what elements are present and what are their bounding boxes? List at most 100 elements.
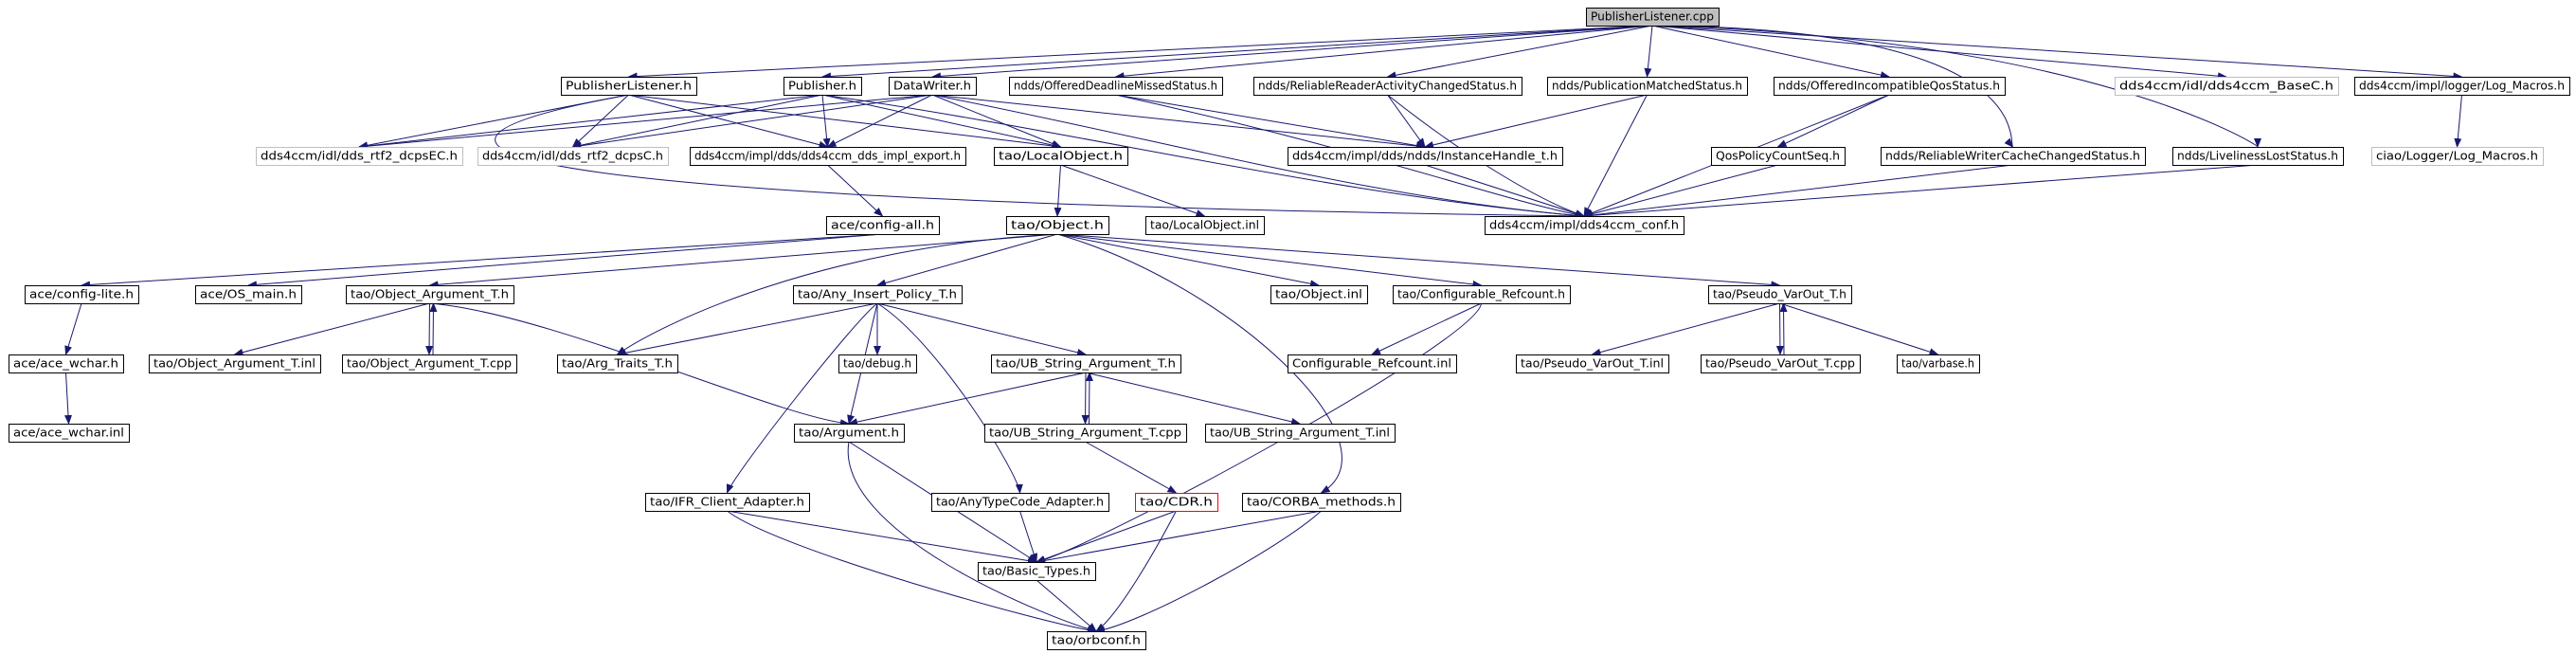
node-ubs-h[interactable]: tao/UB_String_Argument_T.h [991,354,1181,373]
node-box [1006,216,1109,235]
node-box [889,77,977,96]
node-box [994,147,1128,166]
node-box [1047,631,1146,650]
node-ubs-inl[interactable]: tao/UB_String_Argument_T.inl [1205,424,1396,443]
edge-object_h-to-anyins [876,233,1058,287]
node-label: dds4ccm/impl/dds/ndds/InstanceHandle_t.h [1292,150,1558,163]
edge-pvo_h-to-pvo_cpp [1775,302,1784,355]
node-box [557,354,678,373]
edge-pub_h-to-export [821,94,831,148]
node-label: tao/varbase.h [1901,357,1974,371]
node-pl-h[interactable]: PublisherListener.h [561,77,697,96]
node-objarg-h[interactable]: tao/Object_Argument_T.h [346,285,514,304]
edge-anyins-to-ubs_h [876,302,1087,356]
node-ifr[interactable]: tao/IFR_Client_Adapter.h [645,493,810,512]
edge-root-to-logm [1651,25,2463,81]
node-argtraits[interactable]: tao/Arg_Traits_T.h [557,354,678,373]
node-box [342,354,517,373]
node-box [1009,77,1223,96]
edge-cfgall-to-cfglite [81,233,883,289]
node-label: tao/Configurable_Refcount.h [1397,288,1565,301]
node-localobj-inl[interactable]: tao/LocalObject.inl [1145,216,1265,235]
node-pvo-cpp[interactable]: tao/Pseudo_VarOut_T.cpp [1701,354,1861,373]
node-lls[interactable]: ndds/LivelinessLostStatus.h [2172,147,2344,166]
node-box [1270,285,1368,304]
node-c-h[interactable]: dds4ccm/idl/dds_rtf2_dcpsC.h [477,147,669,166]
edge-pms-to-ih [1424,94,1648,149]
node-ec-h[interactable]: dds4ccm/idl/dds_rtf2_dcpsEC.h [256,147,463,166]
node-pvo-h[interactable]: tao/Pseudo_VarOut_T.h [1708,285,1852,304]
node-box [1253,77,1522,96]
node-box [1205,424,1396,443]
edge-anyins-to-anytc [876,302,1023,494]
edge-root-to-rracs [1386,25,1653,80]
node-objarg-cpp[interactable]: tao/Object_Argument_T.cpp [342,354,517,373]
node-label: dds4ccm/idl/dds4ccm_BaseC.h [2119,80,2333,93]
node-cdr[interactable]: tao/CDR.h [1135,493,1218,512]
node-argument[interactable]: tao/Argument.h [794,424,905,443]
node-cfgall[interactable]: ace/config-all.h [826,216,940,235]
edge-root-to-dw_h [931,25,1653,81]
node-box [2354,77,2570,96]
node-oiqs[interactable]: ndds/OfferedIncompatibleQosStatus.h [1774,77,2006,96]
node-basic[interactable]: tao/Basic_Types.h [978,562,1096,581]
node-box [1586,8,1720,27]
node-label: QosPolicyCountSeq.h [1716,150,1840,163]
node-rracs[interactable]: ndds/ReliableReaderActivityChangedStatus… [1253,77,1522,96]
node-dw-h[interactable]: DataWriter.h [889,77,977,96]
edge-objarg_h-to-objarg_cpp [425,302,434,355]
node-box [978,562,1096,581]
node-root[interactable]: PublisherListener.cpp [1586,8,1720,27]
node-cfgref-inl[interactable]: Configurable_Refcount.inl [1288,354,1457,373]
node-objarg-inl[interactable]: tao/Object_Argument_T.inl [149,354,321,373]
node-cfgref[interactable]: tao/Configurable_Refcount.h [1393,285,1571,304]
node-label: tao/Pseudo_VarOut_T.h [1713,288,1846,301]
node-box [2371,147,2544,166]
node-osmain[interactable]: ace/OS_main.h [195,285,302,304]
node-acewchar[interactable]: ace/ace_wchar.h [9,354,124,373]
node-acewchar-inl[interactable]: ace/ace_wchar.inl [9,424,130,443]
node-localobj[interactable]: tao/LocalObject.h [994,147,1128,166]
edge-dw_h-to-ec_h [358,94,933,151]
node-anyins[interactable]: tao/Any_Insert_Policy_T.h [793,285,963,304]
node-box [826,216,940,235]
node-qpcs[interactable]: QosPolicyCountSeq.h [1711,147,1846,166]
node-rwccs[interactable]: ndds/ReliableWriterCacheChangedStatus.h [1881,147,2146,166]
node-ubs-cpp[interactable]: tao/UB_String_Argument_T.cpp [984,424,1187,443]
node-odms[interactable]: ndds/OfferedDeadlineMissedStatus.h [1009,77,1223,96]
edge-ih-to-conf [1424,164,1585,218]
node-ciaolog[interactable]: ciao/Logger/Log_Macros.h [2371,147,2544,166]
edge-rwccs-to-conf [1583,164,2013,219]
node-pms[interactable]: ndds/PublicationMatchedStatus.h [1547,77,1748,96]
node-label: ndds/ReliableReaderActivityChangedStatus… [1258,80,1517,93]
node-export[interactable]: dds4ccm/impl/dds/dds4ccm_dds_impl_export… [690,147,966,166]
edge-rracs-to-ih [1387,94,1426,148]
node-pub-h[interactable]: Publisher.h [784,77,862,96]
node-label: Configurable_Refcount.inl [1292,357,1451,371]
node-corba[interactable]: tao/CORBA_methods.h [1242,493,1401,512]
node-label: tao/Pseudo_VarOut_T.inl [1521,357,1664,371]
node-logm[interactable]: dds4ccm/impl/logger/Log_Macros.h [2354,77,2570,96]
node-anytc[interactable]: tao/AnyTypeCode_Adapter.h [931,493,1109,512]
node-label: tao/LocalObject.h [999,150,1123,163]
node-label: tao/Object.inl [1275,288,1362,301]
node-label: tao/IFR_Client_Adapter.h [650,496,804,509]
node-debug[interactable]: tao/debug.h [838,354,917,373]
node-cfglite[interactable]: ace/config-lite.h [25,285,139,304]
node-varbase[interactable]: tao/varbase.h [1897,354,1980,373]
node-basec[interactable]: dds4ccm/idl/dds4ccm_BaseC.h [2115,77,2339,96]
node-ih[interactable]: dds4ccm/impl/dds/ndds/InstanceHandle_t.h [1288,147,1563,166]
node-conf[interactable]: dds4ccm/impl/dds4ccm_conf.h [1485,216,1684,235]
node-object-inl[interactable]: tao/Object.inl [1270,285,1368,304]
edge-oiqs-to-qpcs [1776,94,1890,148]
node-pvo-inl[interactable]: tao/Pseudo_VarOut_T.inl [1516,354,1669,373]
edge-pms-to-conf [1583,94,1648,217]
node-label: tao/Object.h [1011,219,1104,232]
node-label: ace/config-lite.h [29,288,134,301]
edge-object_h-to-corba [1056,233,1342,494]
node-orbconf[interactable]: tao/orbconf.h [1047,631,1146,650]
node-object-h[interactable]: tao/Object.h [1006,216,1109,235]
edge-root-to-pl_h [627,25,1653,81]
node-box [149,354,321,373]
node-box [9,424,130,443]
